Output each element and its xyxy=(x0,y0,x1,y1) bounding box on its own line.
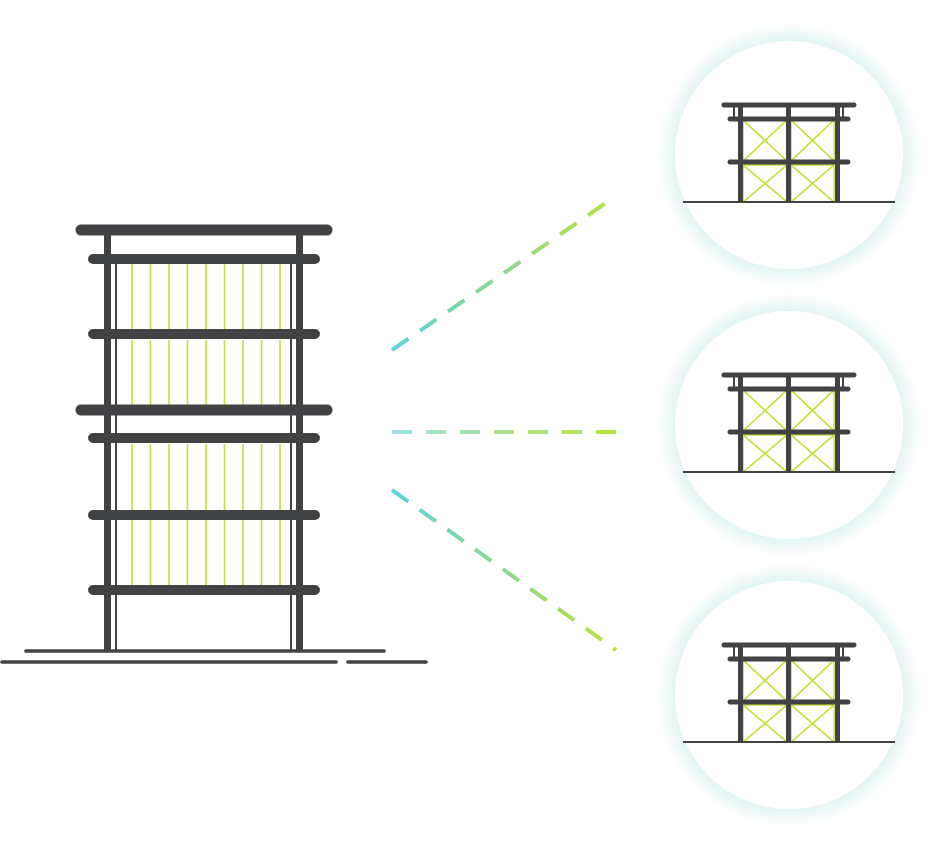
x-brace xyxy=(790,434,835,473)
x-brace xyxy=(742,659,788,702)
building-slabs xyxy=(75,224,333,595)
module-post xyxy=(842,377,844,389)
module-post xyxy=(842,107,844,119)
x-brace xyxy=(742,704,788,743)
module-circles xyxy=(657,23,921,827)
building-module-icon xyxy=(683,642,895,743)
x-brace xyxy=(742,389,788,432)
x-brace xyxy=(790,659,835,702)
facade-infill xyxy=(131,262,281,590)
x-brace xyxy=(790,704,835,743)
dashed-connector-bottom xyxy=(390,488,618,652)
module-post xyxy=(842,647,844,659)
module-post xyxy=(733,647,735,659)
module-circle-3 xyxy=(657,563,921,827)
dashed-connector-top xyxy=(390,194,618,352)
column-right-thin xyxy=(290,258,292,650)
module-column xyxy=(835,377,840,472)
multi-storey-building-icon xyxy=(0,224,428,664)
ground-line xyxy=(0,649,428,664)
x-brace xyxy=(790,389,835,432)
column-left-thin xyxy=(115,258,117,650)
module-column xyxy=(835,647,840,742)
building-module-icon xyxy=(683,372,895,473)
module-post xyxy=(733,107,735,119)
module-column xyxy=(738,647,743,742)
module-circle-1 xyxy=(657,23,921,287)
dashed-connectors xyxy=(390,194,618,652)
module-post xyxy=(733,377,735,389)
x-brace xyxy=(742,164,788,203)
x-brace xyxy=(790,164,835,203)
module-column xyxy=(786,107,791,202)
module-column xyxy=(835,107,840,202)
module-column xyxy=(738,107,743,202)
building-module-icon xyxy=(683,102,895,203)
x-brace xyxy=(742,434,788,473)
x-brace xyxy=(790,119,835,162)
module-column xyxy=(738,377,743,472)
module-column xyxy=(786,647,791,742)
module-column xyxy=(786,377,791,472)
module-circle-2 xyxy=(657,293,921,557)
x-brace xyxy=(742,119,788,162)
